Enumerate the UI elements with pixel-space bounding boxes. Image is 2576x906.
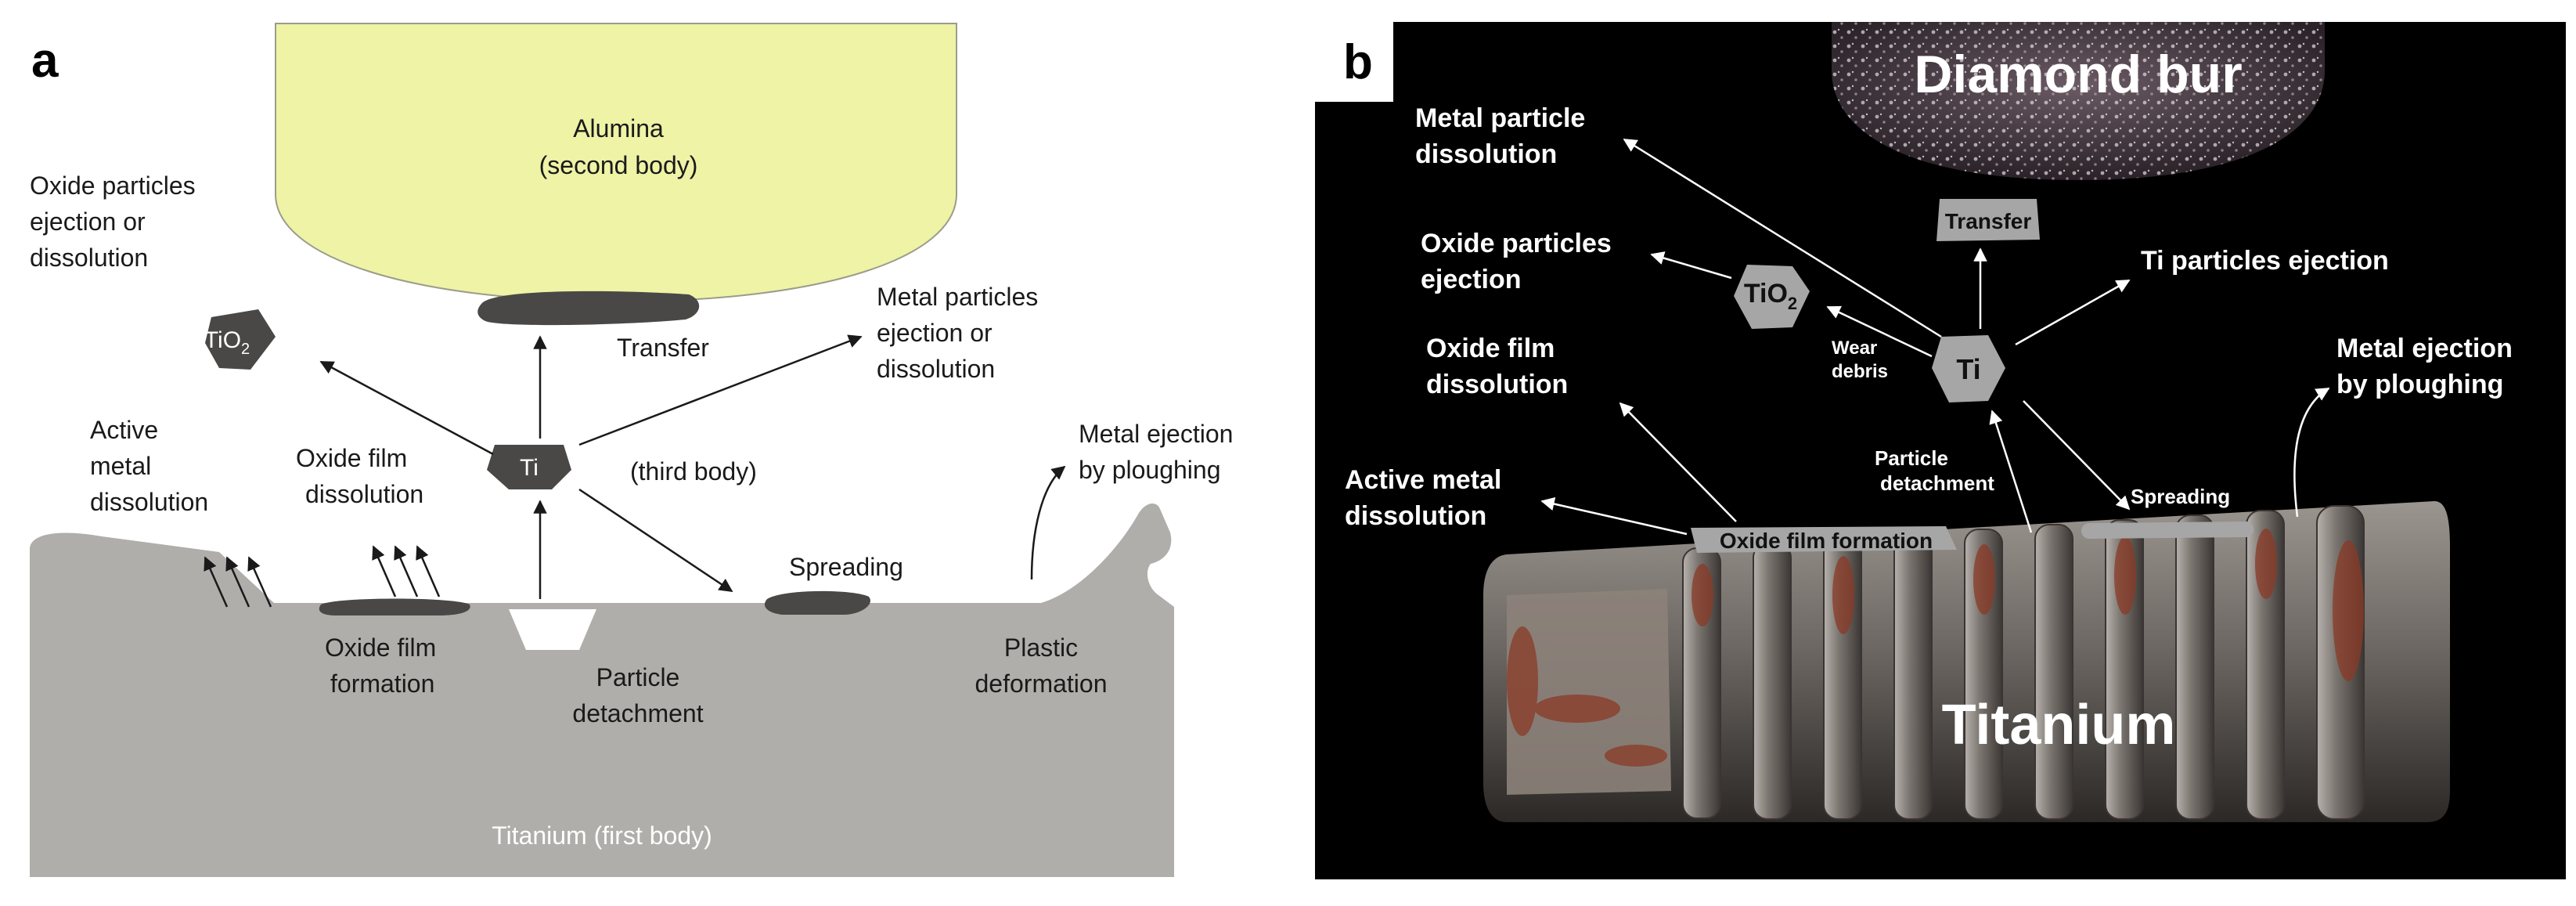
- detachment-notch: [509, 609, 596, 650]
- spreading-particle: [764, 590, 870, 615]
- b-arrow-detachment: [1989, 410, 2033, 533]
- b-ti-particle: [1932, 335, 2005, 402]
- spreading-box: [2081, 522, 2254, 539]
- oxide-particles-label-2: ejection or: [30, 208, 146, 236]
- b-oxide-particles-label-1: Oxide particles: [1421, 229, 1612, 258]
- b-oxide-formation-label: Oxide film formation: [1720, 529, 1933, 553]
- titanium-label: Titanium: [1942, 694, 2176, 756]
- b-arrow-tio2: [1826, 305, 1933, 358]
- tio2-particle: [205, 309, 276, 370]
- arrow-tio2: [319, 360, 494, 456]
- second-body-label: (second body): [539, 151, 698, 179]
- b-spreading-label: Spreading: [2131, 485, 2230, 508]
- arrow-active-1: [204, 556, 229, 608]
- arrow-active-3: [247, 556, 272, 608]
- implant: Titanium: [1483, 501, 2450, 822]
- first-body-label: Titanium (first body): [492, 821, 712, 850]
- active-metal-label-2: metal: [90, 452, 151, 480]
- b-tio2-label: TiO2: [1744, 279, 1797, 313]
- b-arrow-spreading: [2023, 400, 2131, 511]
- particle-detachment-label-2: detachment: [572, 699, 703, 727]
- alumina-label: Alumina: [573, 114, 664, 143]
- titanium-body: [30, 504, 1174, 877]
- b-wear-debris-label-1: Wear: [1832, 337, 1877, 359]
- plastic-deformation-label-1: Plastic: [1004, 633, 1078, 662]
- ti-particle: [487, 445, 571, 489]
- spreading-label: Spreading: [789, 553, 903, 581]
- particle-detachment-label-1: Particle: [596, 663, 680, 691]
- panel-a-letter: a: [31, 34, 59, 88]
- metal-particles-label-3: dissolution: [877, 355, 995, 383]
- b-particle-detachment-label-1: Particle: [1875, 446, 1948, 470]
- b-tio2-particle: [1734, 265, 1810, 329]
- oxide-formation-label-2: formation: [330, 670, 434, 698]
- b-arrow-oxide-dissolution: [1619, 402, 1737, 522]
- plastic-deformation-label-2: deformation: [975, 670, 1108, 698]
- b-particle-detachment-label-2: detachment: [1880, 471, 1994, 495]
- b-arrow-oxide-particles: [1650, 251, 1732, 280]
- panel-b-arrows: [1540, 138, 2330, 536]
- b-arrow-ploughing: [2293, 387, 2330, 518]
- metal-ejection-label-2: by ploughing: [1079, 456, 1220, 484]
- active-metal-label-3: dissolution: [90, 488, 208, 516]
- b-oxide-particles-label-2: ejection: [1421, 265, 1521, 294]
- b-ti-label: Ti: [1956, 353, 1980, 385]
- arrow-spreading: [578, 488, 733, 593]
- b-oxide-dissolution-label-2: dissolution: [1426, 370, 1568, 399]
- b-active-metal-label-1: Active metal: [1345, 465, 1501, 495]
- b-metal-ejection-label-2: by ploughing: [2336, 370, 2503, 399]
- implant-flat-face: [1507, 589, 1671, 795]
- ti-label: Ti: [520, 455, 539, 481]
- b-metal-particle-label-1: Metal particle: [1415, 103, 1585, 133]
- transfer-label: Transfer: [617, 334, 709, 362]
- panel-a: a Alumina (second body) Transfer Oxide p…: [30, 23, 1233, 877]
- oxide-dissolution-label-1: Oxide film: [296, 444, 407, 472]
- oxide-dissolution-label-2: dissolution: [305, 480, 423, 508]
- bur-label: Diamond bur: [1914, 45, 2242, 104]
- b-metal-ejection-label-1: Metal ejection: [2336, 334, 2513, 363]
- arrow-active-2: [225, 556, 250, 608]
- panel-a-arrows: [204, 334, 1066, 608]
- transfer-particle: [477, 291, 700, 326]
- b-transfer-label: Transfer: [1945, 209, 2032, 233]
- panel-b-letter: b: [1343, 35, 1373, 89]
- oxide-formation-box: [1691, 526, 1957, 553]
- b-metal-particle-label-2: dissolution: [1415, 139, 1557, 169]
- arrow-metal-particles: [578, 334, 863, 446]
- arrow-oxide-3: [416, 545, 441, 597]
- third-body-label: (third body): [630, 457, 757, 485]
- diamond-bur-texture: [1832, 22, 2325, 180]
- metal-ejection-label-1: Metal ejection: [1079, 420, 1233, 448]
- metal-particles-label-1: Metal particles: [877, 283, 1038, 311]
- oxide-particles-label-3: dissolution: [30, 244, 148, 272]
- panel-b: b Diamond bur Transfer Metal particle di…: [1315, 22, 2566, 879]
- b-arrow-metal-particle: [1623, 138, 1942, 338]
- oxide-particles-label-1: Oxide particles: [30, 171, 196, 200]
- active-metal-label-1: Active: [90, 416, 158, 444]
- b-wear-debris-label-2: debris: [1832, 361, 1888, 382]
- oxide-film-particle: [319, 598, 470, 615]
- b-active-metal-label-2: dissolution: [1345, 501, 1486, 531]
- panel-b-letter-box: [1315, 22, 1393, 102]
- implant-rust: [1507, 529, 2364, 767]
- oxide-formation-label-1: Oxide film: [325, 633, 436, 662]
- arrow-oxide-2: [394, 545, 419, 597]
- b-oxide-dissolution-label-1: Oxide film: [1426, 334, 1555, 363]
- b-arrow-ti-ejection: [2015, 279, 2131, 346]
- tio2-label: TiO2: [204, 327, 250, 358]
- metal-particles-label-2: ejection or: [877, 319, 993, 347]
- arrow-ploughing: [1030, 465, 1066, 580]
- b-arrow-active-metal: [1540, 496, 1688, 536]
- arrow-oxide-1: [372, 545, 397, 597]
- transfer-box: [1937, 199, 2040, 241]
- b-ti-ejection-label: Ti particles ejection: [2141, 246, 2389, 276]
